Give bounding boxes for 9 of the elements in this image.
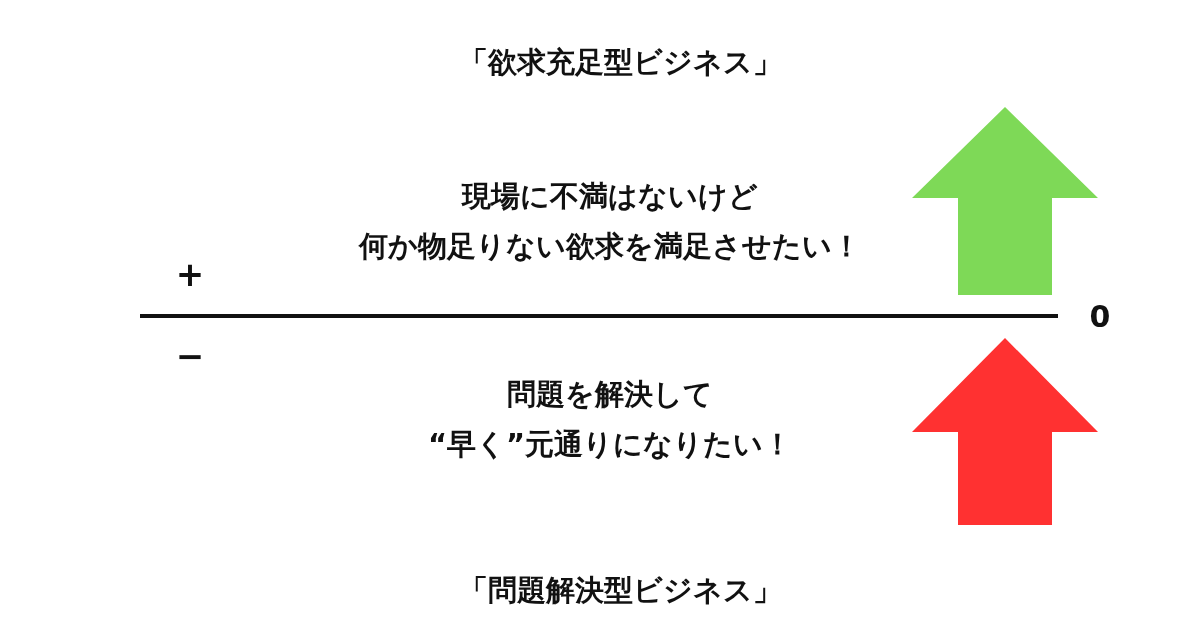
plus-sign: + <box>175 253 205 296</box>
statement-text: 現場に不満はないけど <box>462 178 758 215</box>
statement-text: 問題を解決して <box>507 376 713 413</box>
title: 「欲求充足型ビジネス」 <box>458 44 782 81</box>
caption: 「問題解決型ビジネス」 <box>458 572 782 609</box>
minus-sign: − <box>175 335 205 378</box>
zero-label: 0 <box>1089 298 1111 336</box>
statement-text: 何か物足りない欲求を満足させたい！ <box>359 228 861 265</box>
statement-text: “早く”元通りになりたい！ <box>427 426 793 463</box>
